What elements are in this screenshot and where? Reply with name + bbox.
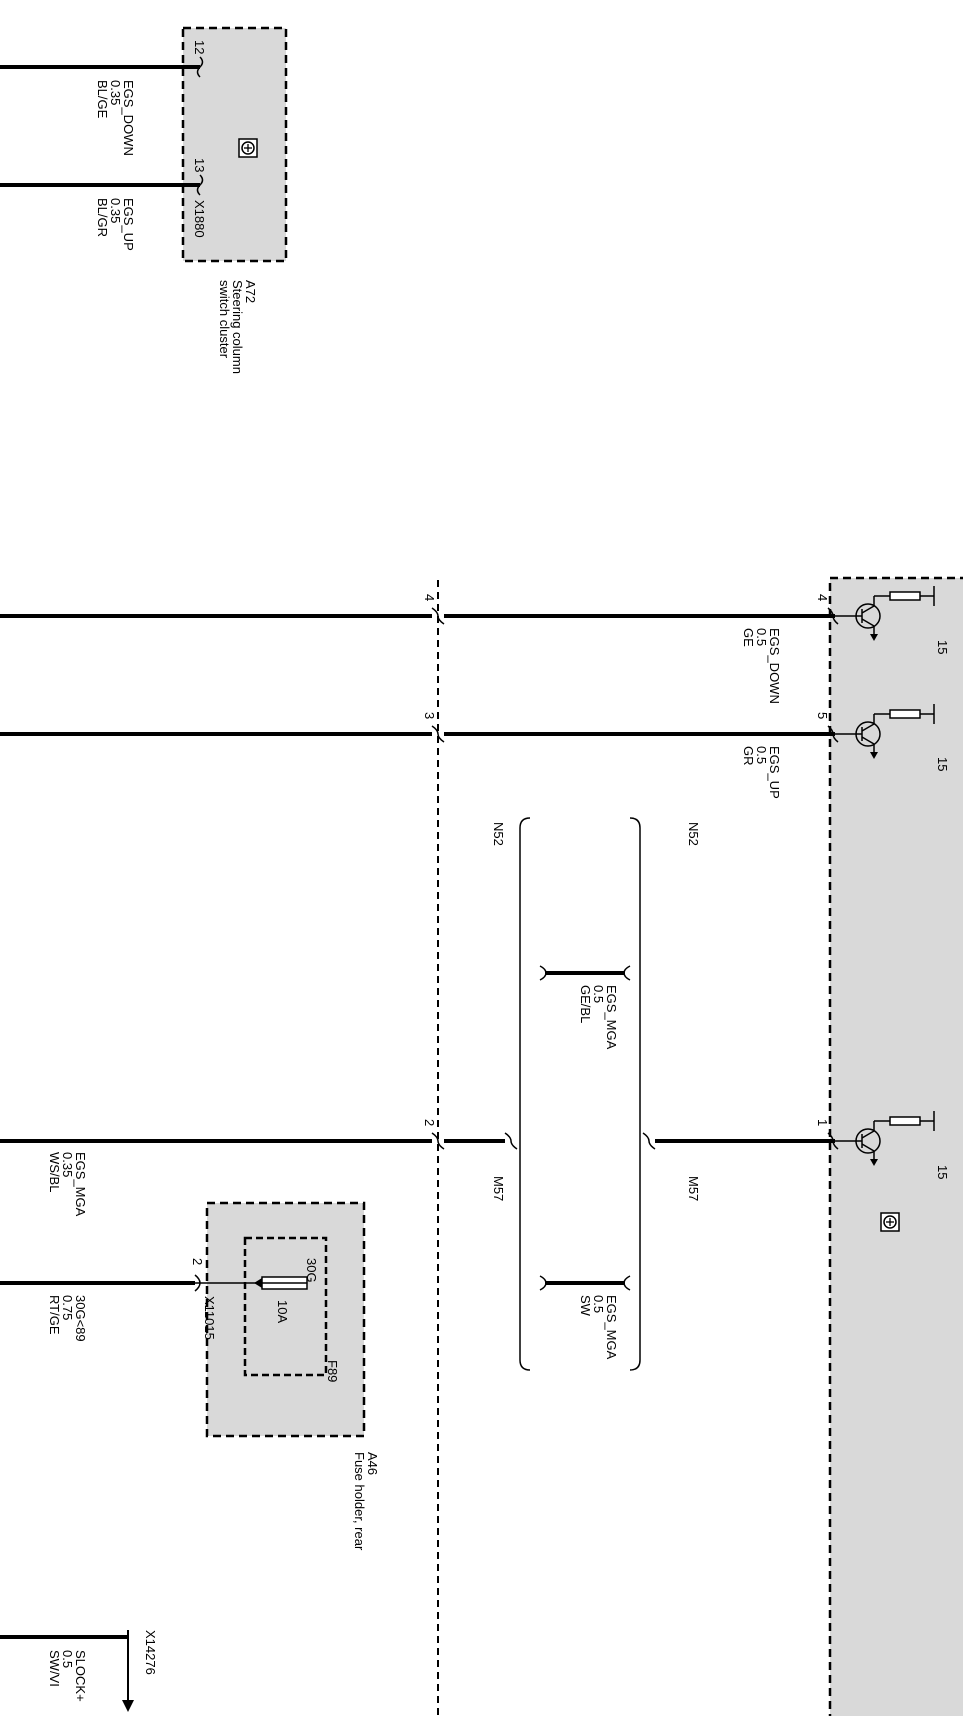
connector-bracket (827, 607, 839, 625)
wire-color: BL/GE (95, 80, 110, 119)
wire-egs-mga[interactable]: 2 1 EGS_MGA 0.35 WS/BL (0, 1119, 839, 1217)
variant-bracket (504, 1132, 518, 1150)
wire-signal: EGS_DOWN (767, 628, 782, 704)
input-stage-3 (835, 1111, 935, 1166)
wire-egs-down-a72[interactable]: 12 EGS_DOWN 0.35 BL/GE (0, 40, 207, 156)
supply-label: 15 (935, 1165, 950, 1179)
wire-color: BL/GR (95, 198, 110, 237)
wire-color: RT/GE (47, 1295, 62, 1335)
a46-housing (205, 1201, 366, 1438)
connector-bracket (431, 725, 445, 743)
wire-color: WS/BL (47, 1152, 62, 1192)
input-stage-1 (835, 586, 935, 641)
wire-color: GE/BL (578, 985, 593, 1023)
pin-left: 3 (422, 712, 437, 719)
pin-right: 5 (815, 712, 830, 719)
control-unit-housing (828, 576, 963, 1716)
wire-color: GE (741, 628, 756, 647)
a46-id: A46 (365, 1452, 380, 1475)
variant-selector: N52 N52 M57 M57 EGS_MGA 0.5 GE/BL EGS_MG… (491, 817, 701, 1371)
input-stage-2 (835, 704, 935, 759)
wire-egs-up-a72[interactable]: 13 EGS_UP 0.35 BL/GR (0, 158, 207, 251)
connector-bracket (827, 1132, 839, 1150)
connector-bracket (431, 607, 445, 625)
connector-bracket (431, 1132, 445, 1150)
variant-brace-right (629, 817, 641, 1371)
wire-size: 0.5 (591, 985, 606, 1003)
wire-signal: 30G<89 (73, 1295, 88, 1342)
a72-connector: X1880 (192, 200, 207, 238)
a72-name-line1: Steering column (230, 280, 245, 374)
a72-id: A72 (243, 280, 258, 303)
wire-signal: SLOCK+ (73, 1650, 88, 1702)
wire-egs-down[interactable]: 4 4 EGS_DOWN 0.5 GE (0, 594, 839, 704)
module-icon (238, 138, 258, 158)
wire-signal: EGS_MGA (73, 1152, 88, 1217)
fuse-icon (195, 1276, 308, 1290)
variant-brace-left (519, 817, 531, 1371)
wire-size: 0.5 (754, 628, 769, 646)
wire-color: GR (741, 746, 756, 766)
variant-m57-right: M57 (686, 1176, 701, 1201)
pin-label: 13 (192, 158, 207, 172)
variant-n52-right: N52 (686, 822, 701, 846)
connector-bracket (827, 725, 839, 743)
a72-component[interactable]: A72 Steering column switch cluster X1880 (181, 26, 288, 374)
x14276-connector: X14276 (143, 1630, 158, 1675)
connector-bracket (196, 174, 204, 196)
pin-label: 12 (192, 40, 207, 54)
variant-m57-left: M57 (491, 1176, 506, 1201)
pin-left: 2 (422, 1119, 437, 1126)
wire-size: 0.75 (60, 1295, 75, 1320)
wire-signal: EGS_UP (121, 198, 136, 251)
fuse-terminal: 30G (304, 1258, 319, 1283)
a72-name-line2: switch cluster (217, 280, 232, 359)
supply-label: 15 (935, 757, 950, 771)
wire-signal: EGS_UP (767, 746, 782, 799)
pin-right: 4 (815, 594, 830, 601)
wire-size: 0.35 (108, 80, 123, 105)
a46-component[interactable]: 30G 10A F89 A46 Fuse holder, rear X11015 (195, 1201, 380, 1551)
wire-size: 0.5 (60, 1650, 75, 1668)
wire-size: 0.5 (754, 746, 769, 764)
wire-signal: EGS_MGA (604, 985, 619, 1050)
a46-name: Fuse holder, rear (352, 1452, 367, 1551)
fuse-f89-box (243, 1236, 328, 1377)
wire-size: 0.35 (60, 1152, 75, 1177)
connector-bracket (196, 56, 204, 78)
wire-30g-89[interactable]: 2 30G<89 0.75 RT/GE (0, 1258, 205, 1342)
wire-signal: EGS_DOWN (121, 80, 136, 156)
arrow-down-icon (122, 1700, 134, 1712)
wire-slock[interactable]: X14276 SLOCK+ 0.5 SW/VI (0, 1630, 158, 1712)
wire-signal: EGS_MGA (604, 1295, 619, 1360)
control-unit[interactable] (828, 576, 963, 1716)
a46-connector: X11015 (202, 1296, 217, 1340)
pin-right: 1 (815, 1119, 830, 1126)
supply-label: 15 (935, 640, 950, 654)
pin-label: 2 (190, 1258, 205, 1265)
fuse-id: F89 (325, 1360, 340, 1382)
connector-bracket (194, 1274, 201, 1292)
wire-color: SW/VI (47, 1650, 62, 1687)
variant-bracket (642, 1132, 656, 1150)
variant-wire-n52: EGS_MGA 0.5 GE/BL (539, 965, 631, 1050)
wire-egs-up[interactable]: 3 5 EGS_UP 0.5 GR (0, 712, 839, 799)
module-icon (880, 1212, 900, 1232)
wire-size: 0.35 (108, 198, 123, 223)
variant-wire-m57: EGS_MGA 0.5 SW (539, 1275, 631, 1360)
wire-color: SW (578, 1295, 593, 1317)
variant-n52-left: N52 (491, 822, 506, 846)
wire-size: 0.5 (591, 1295, 606, 1313)
fuse-rating: 10A (275, 1300, 290, 1323)
pin-left: 4 (422, 594, 437, 601)
